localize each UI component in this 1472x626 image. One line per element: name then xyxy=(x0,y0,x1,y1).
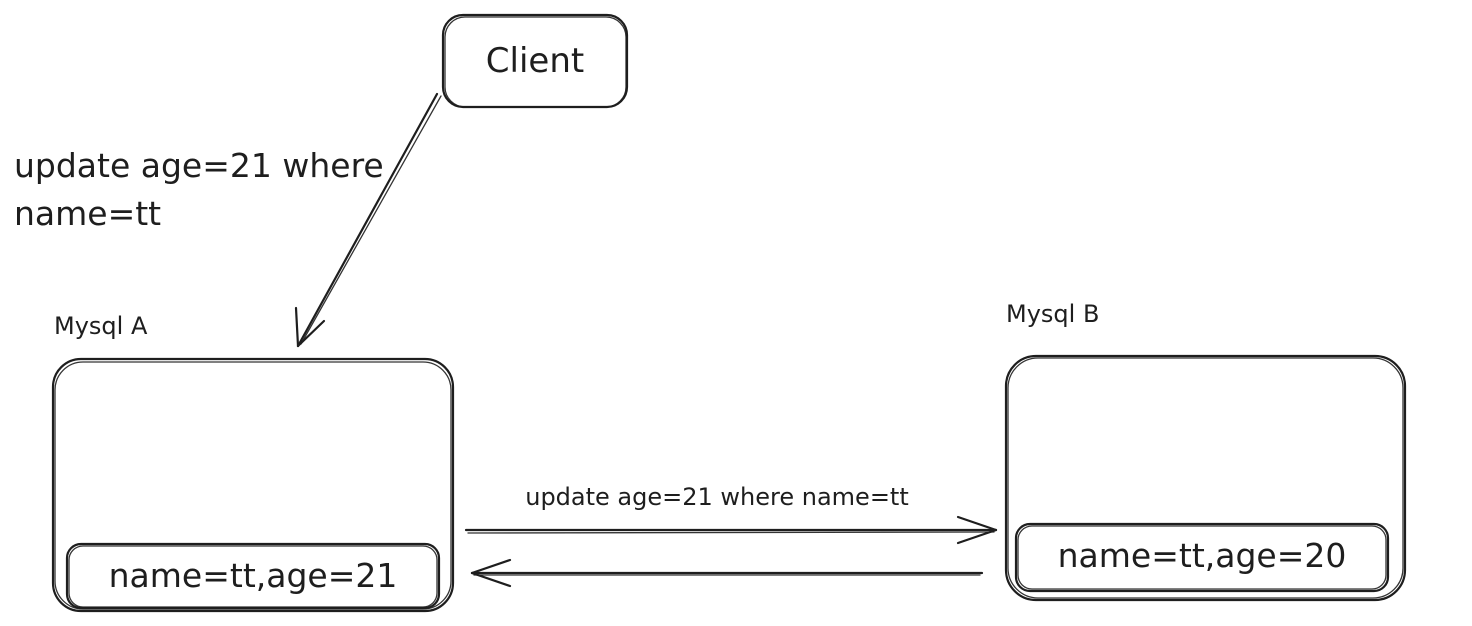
mysql-a-record: name=tt,age=21 xyxy=(65,542,441,610)
mysql-b-record-text: name=tt,age=20 xyxy=(1058,536,1347,575)
mysql-b-node[interactable]: name=tt,age=20 xyxy=(1004,354,1407,602)
mysql-b-title: Mysql B xyxy=(1006,300,1099,328)
client-to-mysql-a-label: update age=21 where name=tt xyxy=(14,146,384,233)
mysql-a-title: Mysql A xyxy=(54,312,148,340)
mysql-b-record: name=tt,age=20 xyxy=(1014,522,1390,593)
client-node[interactable]: Client xyxy=(441,13,629,109)
b-to-a-arrow xyxy=(470,558,984,588)
client-to-mysql-a-arrow xyxy=(294,92,442,348)
client-label: Client xyxy=(486,41,584,81)
client-command-line-2: name=tt xyxy=(14,194,161,233)
client-command-line-1: update age=21 where xyxy=(14,146,384,185)
mysql-a-record-text: name=tt,age=21 xyxy=(109,556,398,595)
mysql-a-node[interactable]: name=tt,age=21 xyxy=(51,357,455,613)
a-to-b-label: update age=21 where name=tt xyxy=(525,483,909,511)
a-to-b-arrow xyxy=(464,515,998,545)
